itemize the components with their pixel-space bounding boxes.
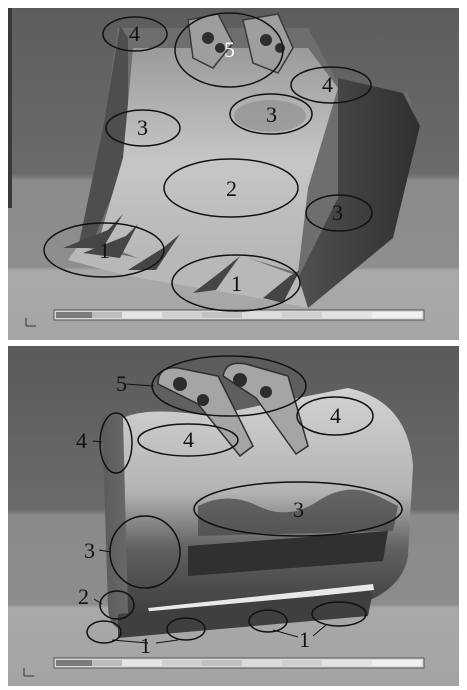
top-label-2: 2 — [226, 176, 237, 201]
bottom-label-2: 2 — [78, 584, 89, 609]
bottom-label-1b: 1 — [299, 627, 310, 652]
bottom-bucket-render: 5 4 4 4 3 3 2 1 1 — [8, 346, 459, 686]
bottom-view-panel: 5 4 4 4 3 3 2 1 1 — [8, 346, 459, 686]
top-bucket-render: 4 5 4 3 3 2 3 1 1 — [8, 8, 459, 340]
bottom-label-3a: 3 — [293, 497, 304, 522]
bottom-label-4a: 4 — [330, 403, 341, 428]
bottom-label-3b: 3 — [84, 538, 95, 563]
top-label-1a: 1 — [99, 238, 110, 263]
top-label-3b: 3 — [266, 102, 277, 127]
top-label-3c: 3 — [332, 200, 343, 225]
bottom-label-4c: 4 — [183, 427, 194, 452]
top-label-4a: 4 — [129, 21, 140, 46]
bottom-label-4b: 4 — [76, 428, 87, 453]
top-label-3a: 3 — [137, 115, 148, 140]
top-label-4b: 4 — [322, 72, 333, 97]
bottom-label-1a: 1 — [140, 633, 151, 658]
top-label-1b: 1 — [231, 271, 242, 296]
bottom-label-5: 5 — [116, 371, 127, 396]
top-label-5: 5 — [224, 37, 235, 62]
top-view-panel: 4 5 4 3 3 2 3 1 1 — [8, 8, 459, 340]
